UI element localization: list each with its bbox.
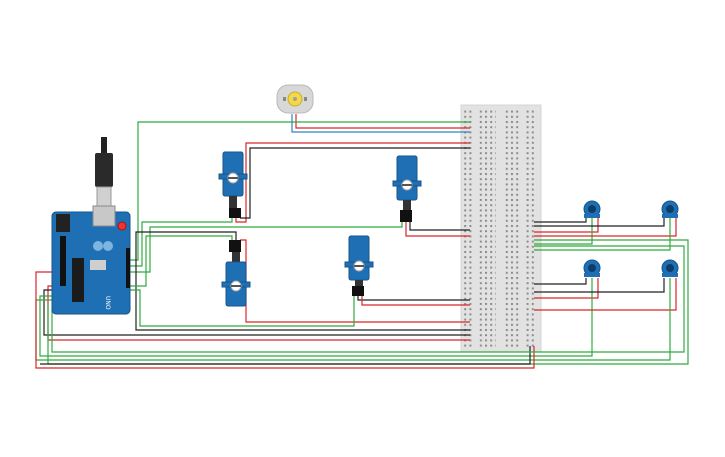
board-label: UNO bbox=[104, 296, 111, 310]
wire-green-right-loop-1 bbox=[47, 239, 689, 365]
potentiometer-4[interactable] bbox=[661, 259, 679, 277]
wire-red-right-loop bbox=[35, 271, 535, 369]
pot3-red bbox=[534, 278, 599, 299]
potentiometer-3[interactable] bbox=[583, 259, 601, 277]
servo-2[interactable] bbox=[392, 155, 422, 222]
pot4-red bbox=[534, 278, 677, 311]
motor-wire-blue bbox=[291, 114, 470, 133]
servo2-black bbox=[409, 222, 470, 231]
servo-3[interactable] bbox=[221, 240, 251, 307]
servo2-red bbox=[405, 222, 470, 237]
pot2-green bbox=[534, 218, 671, 251]
pot2-black bbox=[534, 218, 665, 227]
breadboard[interactable] bbox=[460, 104, 542, 353]
servo1-red bbox=[235, 142, 470, 223]
servo-1[interactable] bbox=[218, 151, 248, 218]
dc-motor-icon[interactable] bbox=[276, 84, 314, 114]
pot1-black bbox=[534, 218, 587, 223]
pot2-red bbox=[534, 218, 677, 237]
pot4-black bbox=[534, 278, 665, 293]
servo2-green bbox=[126, 222, 403, 273]
pot1-red bbox=[534, 218, 599, 233]
wire-black-right-loop bbox=[40, 346, 531, 365]
usb-cable bbox=[95, 137, 113, 208]
wire-green-right-loop-2 bbox=[51, 245, 685, 353]
pot3-black bbox=[534, 278, 587, 285]
servo4-green bbox=[126, 289, 355, 327]
servo4-red bbox=[361, 296, 470, 306]
servo1-green bbox=[126, 218, 233, 267]
pot3-green bbox=[39, 278, 593, 357]
servo-4[interactable] bbox=[344, 235, 374, 296]
servo3-black bbox=[135, 231, 470, 331]
potentiometer-1[interactable] bbox=[583, 200, 601, 218]
pot1-green bbox=[534, 218, 593, 245]
servo4-black bbox=[357, 296, 470, 301]
potentiometer-2[interactable] bbox=[661, 200, 679, 218]
wire-green-top bbox=[126, 121, 470, 261]
wires bbox=[35, 114, 689, 369]
motor-wire-red bbox=[295, 114, 470, 129]
arduino-uno-board[interactable]: UNO bbox=[51, 205, 131, 315]
servo1-black bbox=[240, 147, 470, 219]
servo3-green bbox=[126, 235, 233, 287]
